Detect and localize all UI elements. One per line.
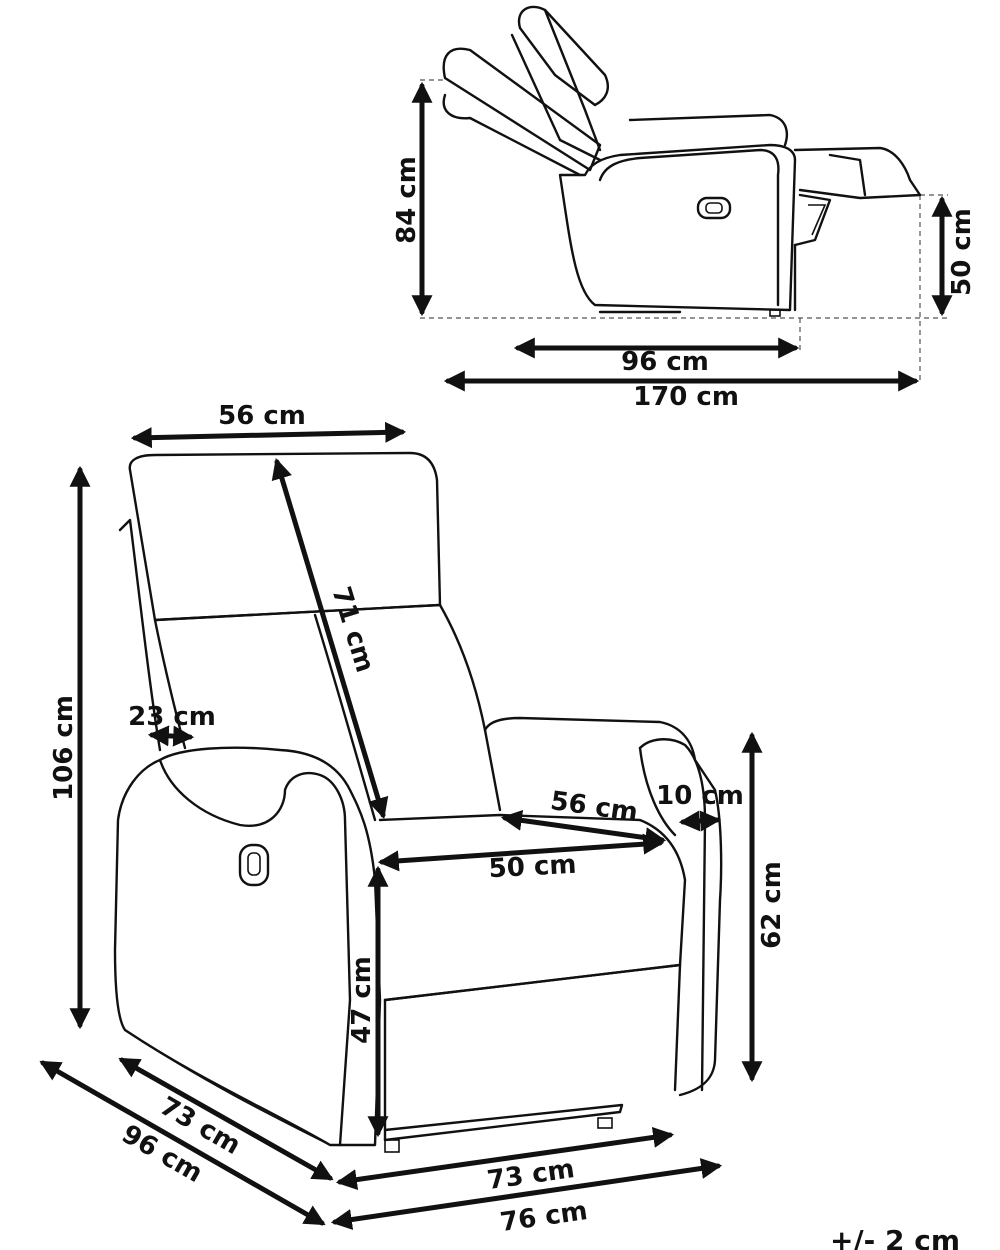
dimension-label-50: 50 cm: [947, 208, 977, 296]
dimension-label-84: 84 cm: [392, 156, 422, 244]
dimension-label-56-top: 56 cm: [218, 401, 306, 431]
dimension-label-76: 76 cm: [498, 1196, 589, 1238]
dimension-label-71: 71 cm: [325, 583, 379, 676]
dimension-label-50-seat: 50 cm: [488, 850, 577, 885]
seat-width-50-arrow: [377, 833, 665, 872]
dimension-label-106: 106 cm: [49, 695, 79, 801]
armrest-10-arrow: [678, 810, 722, 832]
side-view-recliner: [420, 5, 948, 380]
seat-depth-56-arrow: [500, 809, 667, 849]
dimension-label-10: 10 cm: [656, 781, 744, 811]
offset-23-arrow: [147, 725, 195, 747]
width-56-top-arrow: [130, 421, 407, 449]
dimension-label-56-seat: 56 cm: [549, 786, 640, 828]
width-76-arrow: [330, 1158, 723, 1230]
dimension-label-96-side: 96 cm: [621, 347, 709, 377]
dimension-label-170: 170 cm: [633, 382, 739, 412]
depth-96-arrow-front: [39, 1060, 326, 1226]
dimension-label-62: 62 cm: [757, 861, 787, 949]
tolerance-note: +/- 2 cm: [830, 1224, 960, 1250]
dimension-label-23: 23 cm: [128, 702, 216, 732]
dimension-label-47: 47 cm: [347, 956, 377, 1044]
backrest-71-arrow: [271, 457, 389, 820]
